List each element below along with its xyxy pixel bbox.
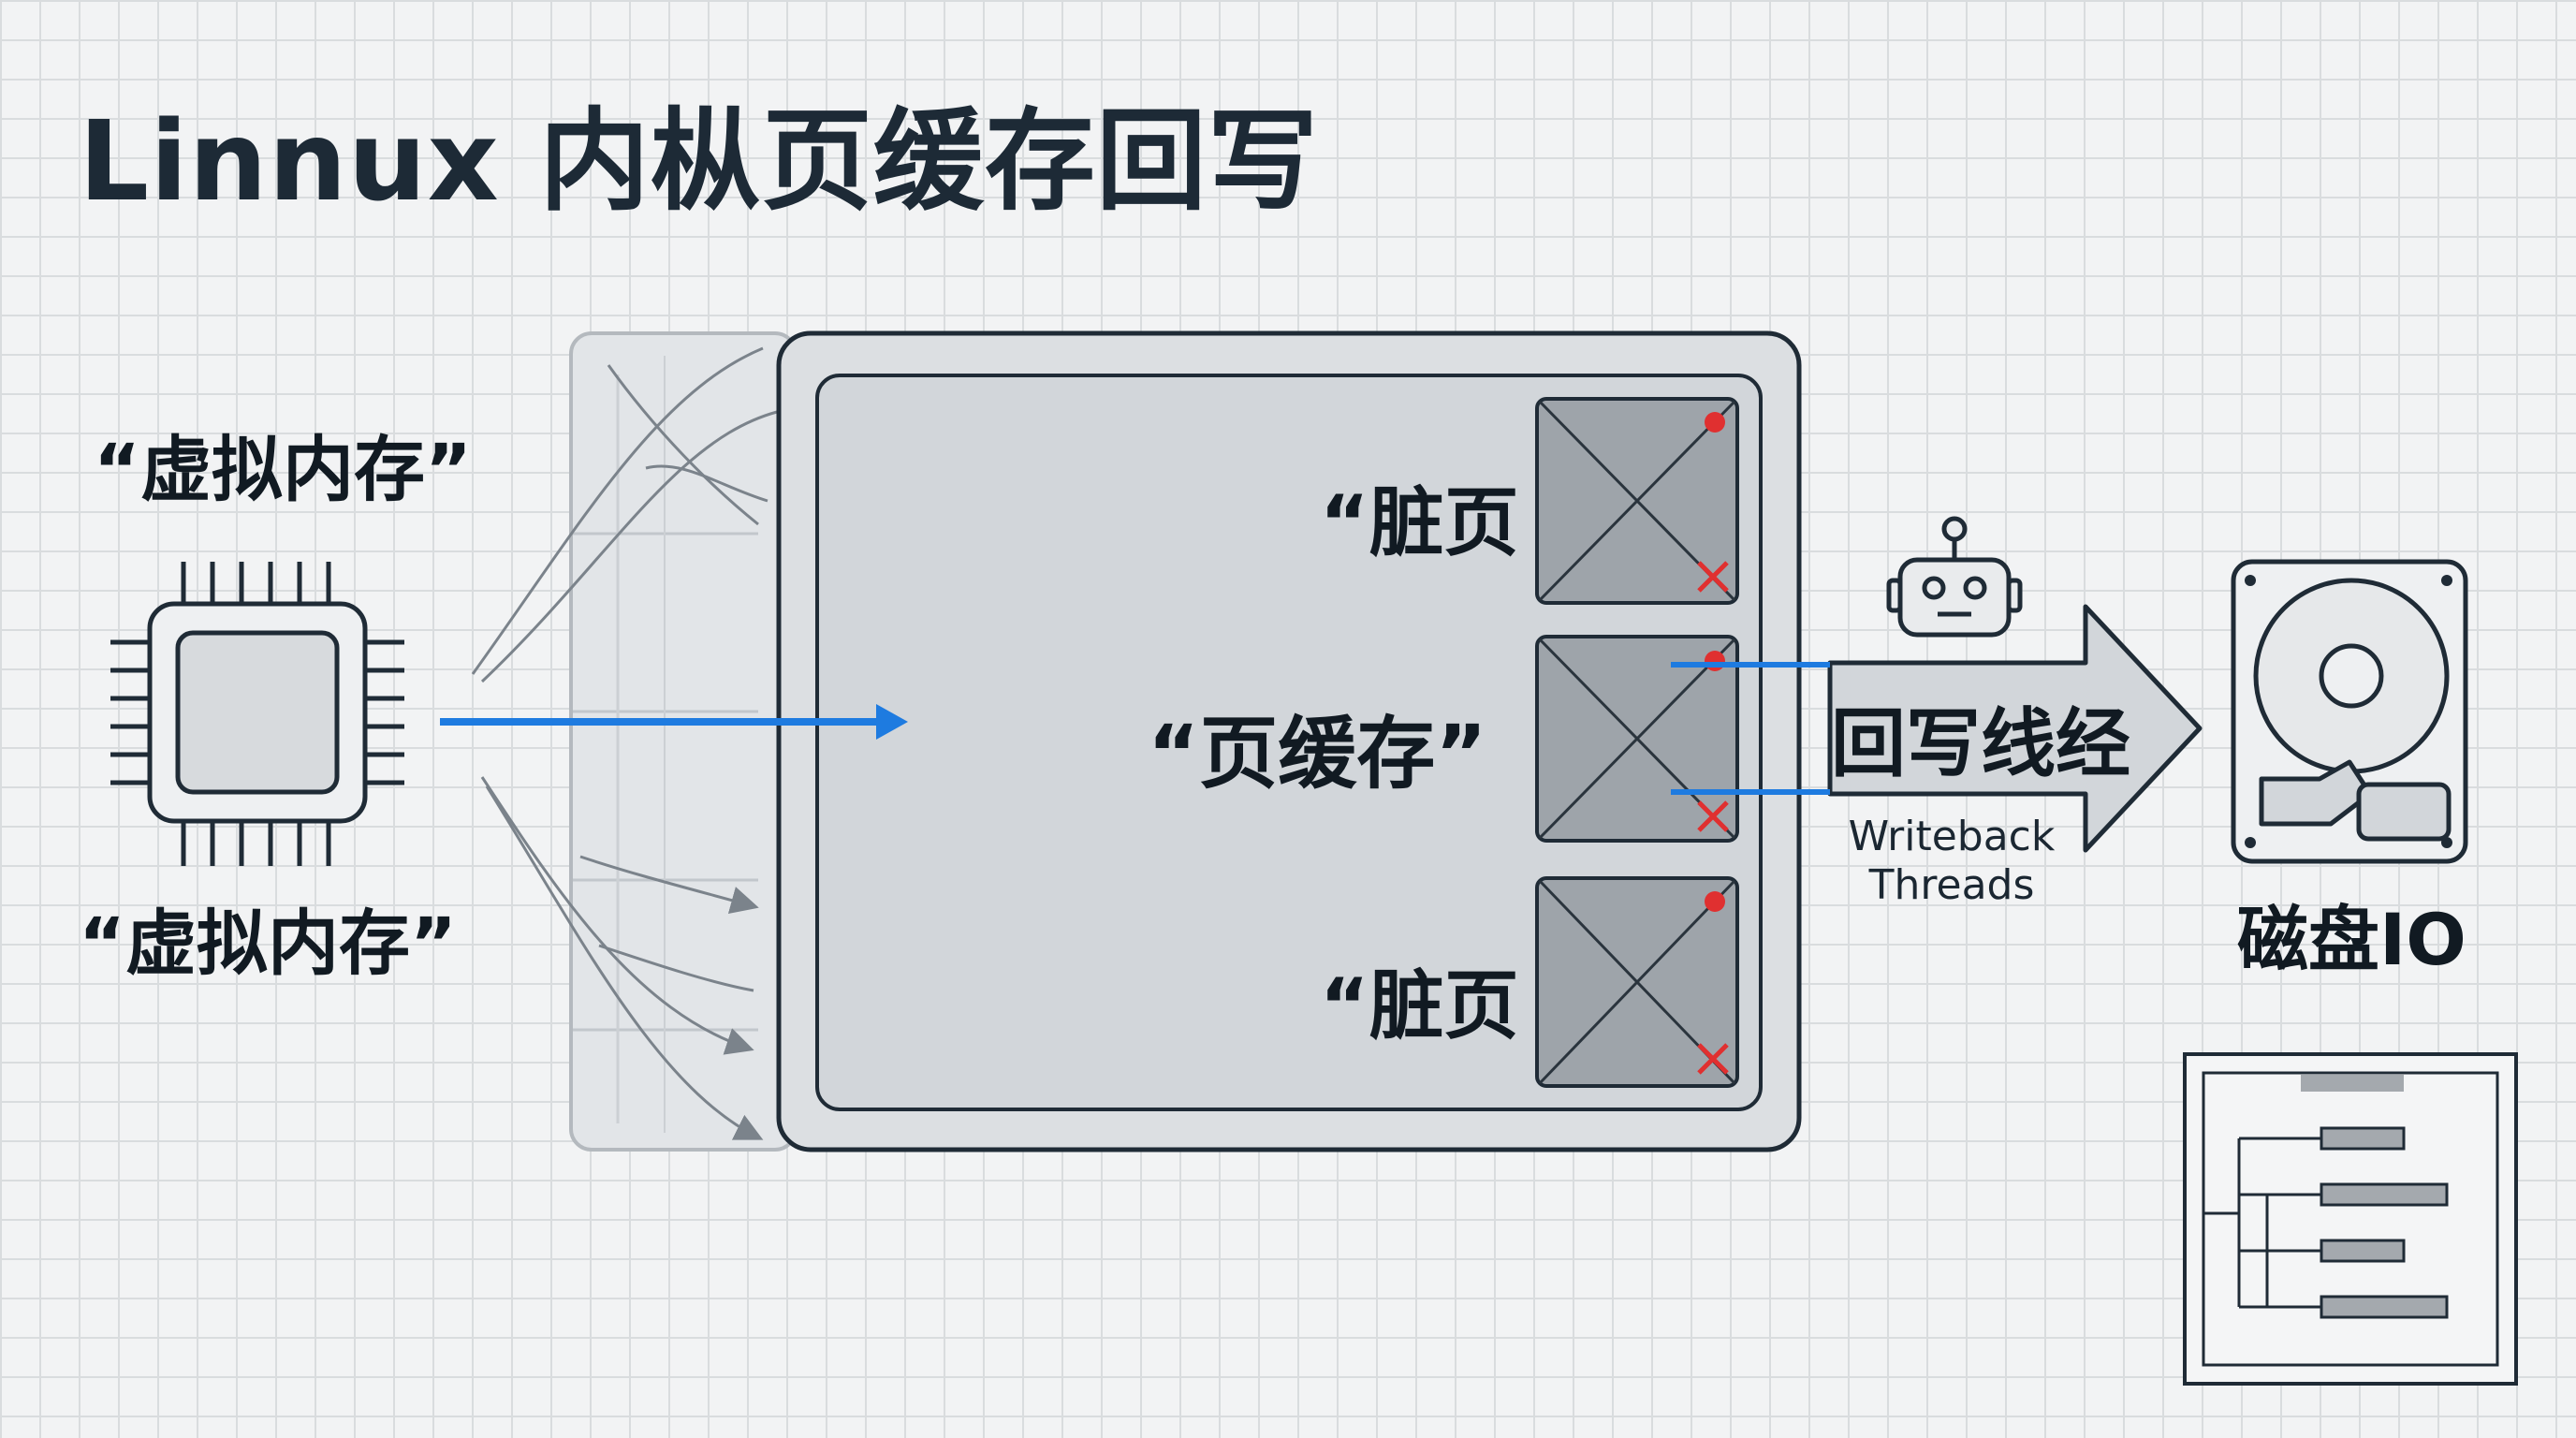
dirty-page-icon <box>1535 876 1739 1088</box>
page-error-x-icon <box>1697 800 1729 832</box>
robot-icon <box>1886 516 2023 638</box>
virtual-memory-label-bottom: “虚拟内存” <box>79 902 457 985</box>
dirty-page-label-bottom: “脏页 <box>1320 962 1519 1049</box>
flow-curves <box>471 346 778 1140</box>
memory-to-cache-arrow <box>440 704 908 740</box>
page-error-x-icon <box>1697 1043 1729 1075</box>
page-cache-label: “页缓存” <box>1148 708 1487 800</box>
writeback-arrow <box>1671 604 2203 853</box>
dirty-page-icon <box>1535 397 1739 605</box>
virtual-memory-label-top: “虚拟内存” <box>94 428 472 511</box>
page-error-x-icon <box>1697 561 1729 593</box>
hard-disk-icon <box>2231 559 2468 864</box>
page-title: Linnux 内枞页缓存回写 <box>79 96 1319 226</box>
writeback-threads-label-zh: 回写线经 <box>1831 700 2130 787</box>
tree-view-icon <box>2183 1052 2518 1386</box>
dirty-page-label-top: “脏页 <box>1320 479 1519 566</box>
writeback-threads-label-en: Writeback Threads <box>1848 813 2056 909</box>
cpu-chip-icon <box>110 562 404 866</box>
disk-io-label: 磁盘IO <box>2237 898 2466 981</box>
